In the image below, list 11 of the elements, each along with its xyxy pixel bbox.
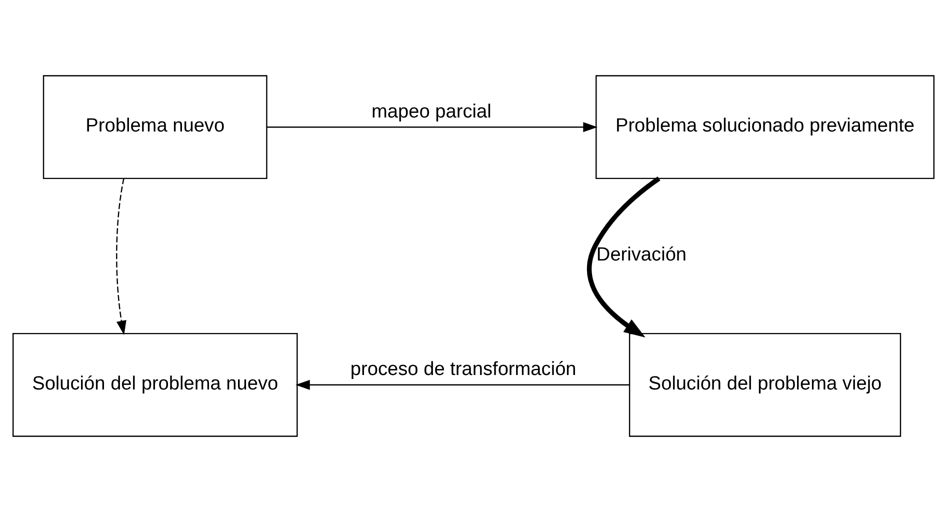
arrow — [116, 178, 126, 336]
edge-label: mapeo parcial — [372, 101, 492, 122]
node-box: Problema nuevo — [42, 75, 268, 180]
arrow — [586, 176, 660, 338]
arrow — [267, 122, 598, 132]
edge-label: Derivación — [596, 244, 687, 266]
edge-label: proceso de transformación — [350, 359, 576, 380]
node-box: Solución del problema viejo — [628, 332, 902, 437]
node-box: Solución del problema nuevo — [12, 332, 298, 437]
node-box: Problema solucionado previamente — [596, 75, 934, 180]
arrow — [296, 380, 630, 390]
